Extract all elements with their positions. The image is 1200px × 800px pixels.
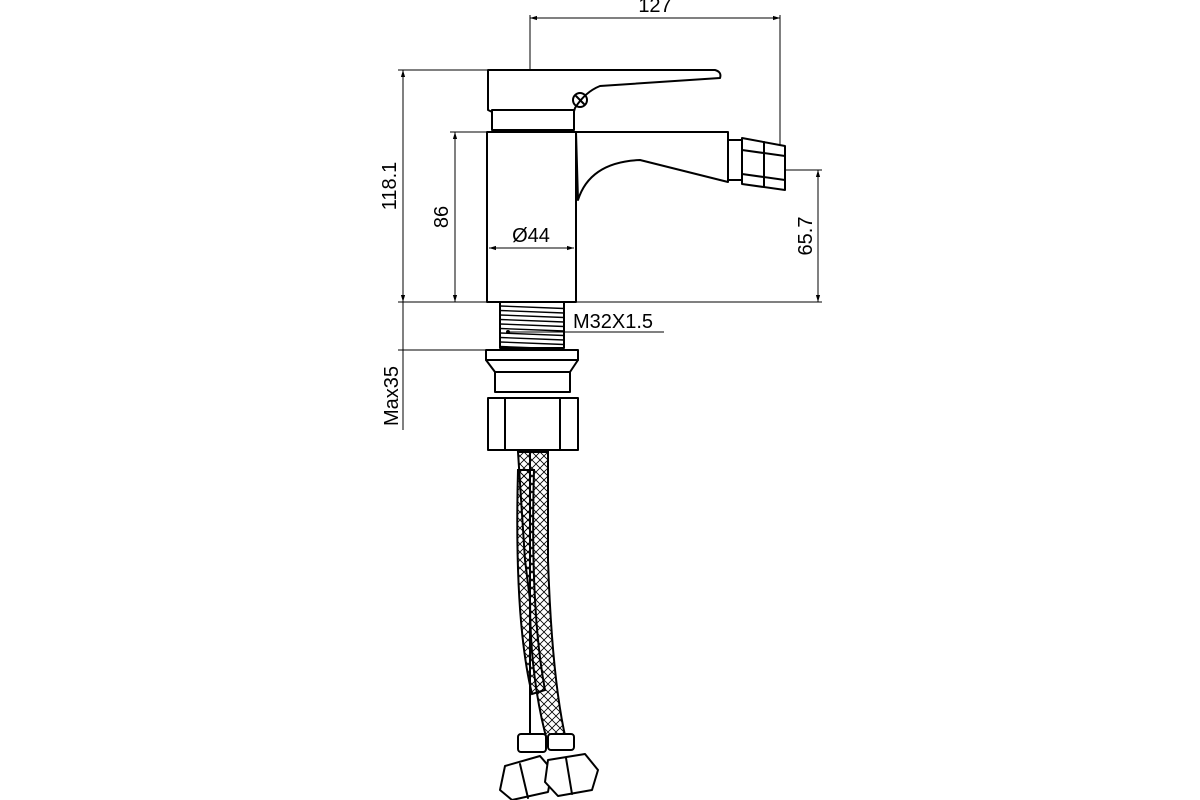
thread-line bbox=[499, 332, 565, 337]
hose-end-fittings bbox=[499, 733, 599, 800]
mounting-nut bbox=[485, 349, 579, 451]
spout bbox=[575, 131, 729, 201]
thread-line bbox=[499, 309, 565, 314]
dim-thread: M32X1.5 bbox=[573, 311, 653, 333]
thread-line bbox=[499, 314, 565, 319]
thread-line bbox=[499, 327, 565, 332]
lever-screw bbox=[572, 92, 588, 108]
aerator-nozzle bbox=[727, 137, 786, 191]
dim-body-height: 86 bbox=[431, 206, 453, 228]
dim-spout-height: 65.7 bbox=[795, 217, 817, 256]
flexible-hose bbox=[516, 451, 568, 746]
thread-line bbox=[499, 345, 565, 350]
dim-height-total: 118.1 bbox=[379, 162, 401, 211]
dim-width-total: 127 bbox=[638, 0, 671, 17]
threaded-shank bbox=[499, 301, 565, 350]
thread-line bbox=[499, 318, 565, 323]
faucet-body bbox=[486, 69, 786, 303]
dim-body-diameter: Ø44 bbox=[512, 225, 550, 247]
thread-line bbox=[499, 305, 565, 310]
thread-line bbox=[499, 323, 565, 328]
cartridge-cap bbox=[491, 109, 575, 131]
thread-line bbox=[499, 336, 565, 341]
main-body bbox=[486, 131, 577, 303]
thread-line bbox=[499, 341, 565, 346]
dim-max-thickness: Max35 bbox=[381, 366, 403, 426]
